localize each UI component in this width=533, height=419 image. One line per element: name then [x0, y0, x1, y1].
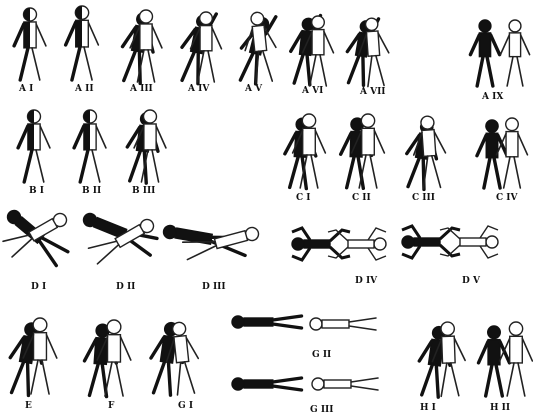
- label-c2: C II: [352, 193, 371, 203]
- figure-g3-dark: [232, 378, 302, 390]
- label-a2: A II: [75, 84, 94, 94]
- label-c1: C I: [296, 193, 311, 203]
- figure-h2-dark: [479, 326, 510, 396]
- label-h2: H II: [490, 403, 510, 413]
- label-f: F: [108, 401, 114, 411]
- figure-a2: [66, 6, 99, 80]
- figure-h2-light: [500, 322, 533, 396]
- figure-d4-light: [328, 228, 386, 260]
- label-d5: D V: [462, 276, 480, 286]
- label-h1: H I: [420, 403, 436, 413]
- label-g3: G III: [310, 405, 333, 415]
- figure-a1: [14, 8, 46, 80]
- figure-a9-light: [500, 20, 529, 86]
- figure-g3-light: [312, 378, 378, 390]
- label-a4: A IV: [188, 84, 209, 94]
- figure-b1: [18, 110, 50, 182]
- label-d3: D III: [202, 282, 226, 292]
- figure-c4-light: [497, 118, 528, 188]
- label-g2: G II: [312, 350, 331, 360]
- label-b1: B I: [29, 186, 44, 196]
- label-c3: C III: [412, 193, 435, 203]
- label-b2: B II: [82, 186, 101, 196]
- label-d1: D I: [31, 282, 46, 292]
- label-a7: A VII: [360, 87, 386, 97]
- label-a9: A IX: [482, 92, 503, 102]
- figure-b2: [74, 110, 106, 182]
- label-d2: D II: [116, 282, 135, 292]
- label-g1: G I: [178, 401, 193, 411]
- label-a1: A I: [19, 84, 33, 94]
- label-e: E: [25, 401, 32, 411]
- label-a5: A V: [245, 84, 262, 94]
- figure-a9-dark: [470, 20, 499, 86]
- label-b3: B III: [132, 186, 155, 196]
- figure-d4-dark: [292, 228, 350, 260]
- label-d4: D IV: [355, 276, 377, 286]
- figure-g2-light: [310, 318, 376, 330]
- label-a3: A III: [130, 84, 153, 94]
- label-a6: A VI: [302, 86, 323, 96]
- figure-c4-dark: [477, 120, 507, 188]
- figure-g2-dark: [232, 316, 302, 328]
- label-c4: C IV: [496, 193, 518, 203]
